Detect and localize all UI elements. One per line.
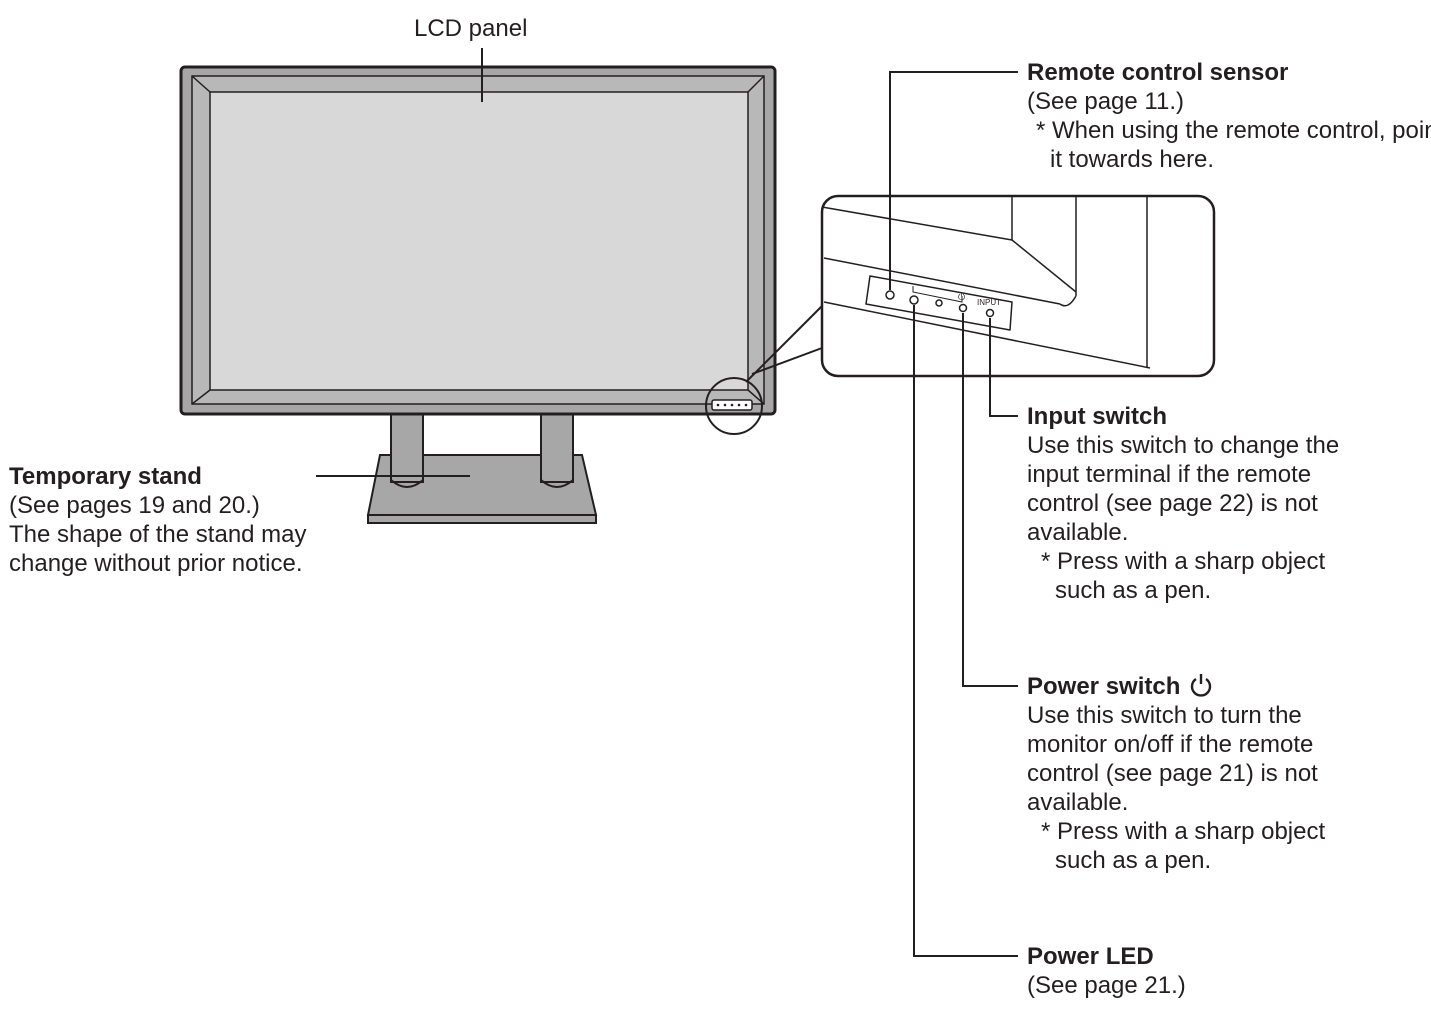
panel-power-symbol: ⏻ <box>958 292 965 303</box>
stand-post-left <box>390 411 424 488</box>
label-input-switch: Input switch Use this switch to change t… <box>1027 402 1355 605</box>
leader-remote-sensor <box>889 71 1018 290</box>
leader-power-switch <box>962 313 1018 687</box>
zoom-detail-box <box>820 194 1216 378</box>
input-switch-line: Use this switch to change the <box>1027 432 1340 459</box>
remote-sensor-line: (See page 11.) <box>1027 88 1184 115</box>
lcd-panel-text: LCD panel <box>414 15 528 42</box>
power-switch-note: * Press with a sharp object such as a pe… <box>1041 818 1326 874</box>
temporary-stand-line: The shape of the stand may <box>9 521 307 548</box>
panel-dot-middle <box>935 299 943 307</box>
label-power-switch: Power switch Use this switch to turn the… <box>1027 672 1355 875</box>
temporary-stand-title: Temporary stand <box>9 463 202 490</box>
power-switch-line: available. <box>1027 789 1129 816</box>
remote-sensor-note: * When using the remote control, point i… <box>1036 117 1431 173</box>
remote-sensor-title: Remote control sensor <box>1027 59 1289 86</box>
label-temporary-stand: Temporary stand (See pages 19 and 20.) T… <box>9 462 307 578</box>
leader-input-switch <box>989 318 1018 417</box>
lcd-screen <box>209 91 749 391</box>
input-switch-dot <box>985 308 995 318</box>
stand-base <box>366 454 598 524</box>
control-panel: ⏻ INPUT <box>865 275 1013 331</box>
power-led-line: (See page 21.) <box>1027 972 1186 999</box>
leader-power-led <box>913 305 1018 957</box>
remote-sensor-dot <box>885 290 895 300</box>
panel-input-text: INPUT <box>977 298 1001 307</box>
input-switch-note: * Press with a sharp object such as a pe… <box>1041 548 1326 604</box>
temporary-stand-line: change without prior notice. <box>9 550 303 577</box>
power-led-title: Power LED <box>1027 943 1154 970</box>
monitor-button-strip <box>711 399 753 411</box>
input-switch-line: control (see page 22) is not <box>1027 490 1318 517</box>
power-switch-line: monitor on/off if the remote <box>1027 731 1314 758</box>
power-switch-title: Power switch <box>1027 673 1181 700</box>
input-switch-line: available. <box>1027 519 1129 546</box>
power-switch-heading: Power switch <box>1027 672 1355 701</box>
label-lcd-panel: LCD panel <box>414 14 527 43</box>
power-icon <box>1191 674 1212 697</box>
power-led-dot <box>909 295 919 305</box>
temporary-stand-line: (See pages 19 and 20.) <box>9 492 260 519</box>
input-switch-line: input terminal if the remote <box>1027 461 1312 488</box>
power-switch-line: Use this switch to turn the <box>1027 702 1302 729</box>
label-remote-sensor: Remote control sensor (See page 11.) * W… <box>1027 58 1431 174</box>
power-switch-line: control (see page 21) is not <box>1027 760 1318 787</box>
power-switch-dot <box>958 303 968 313</box>
label-power-led: Power LED (See page 21.) <box>1027 942 1186 1000</box>
magnifier-circle <box>705 377 763 435</box>
input-switch-title: Input switch <box>1027 403 1167 430</box>
stand-post-right <box>540 411 574 488</box>
